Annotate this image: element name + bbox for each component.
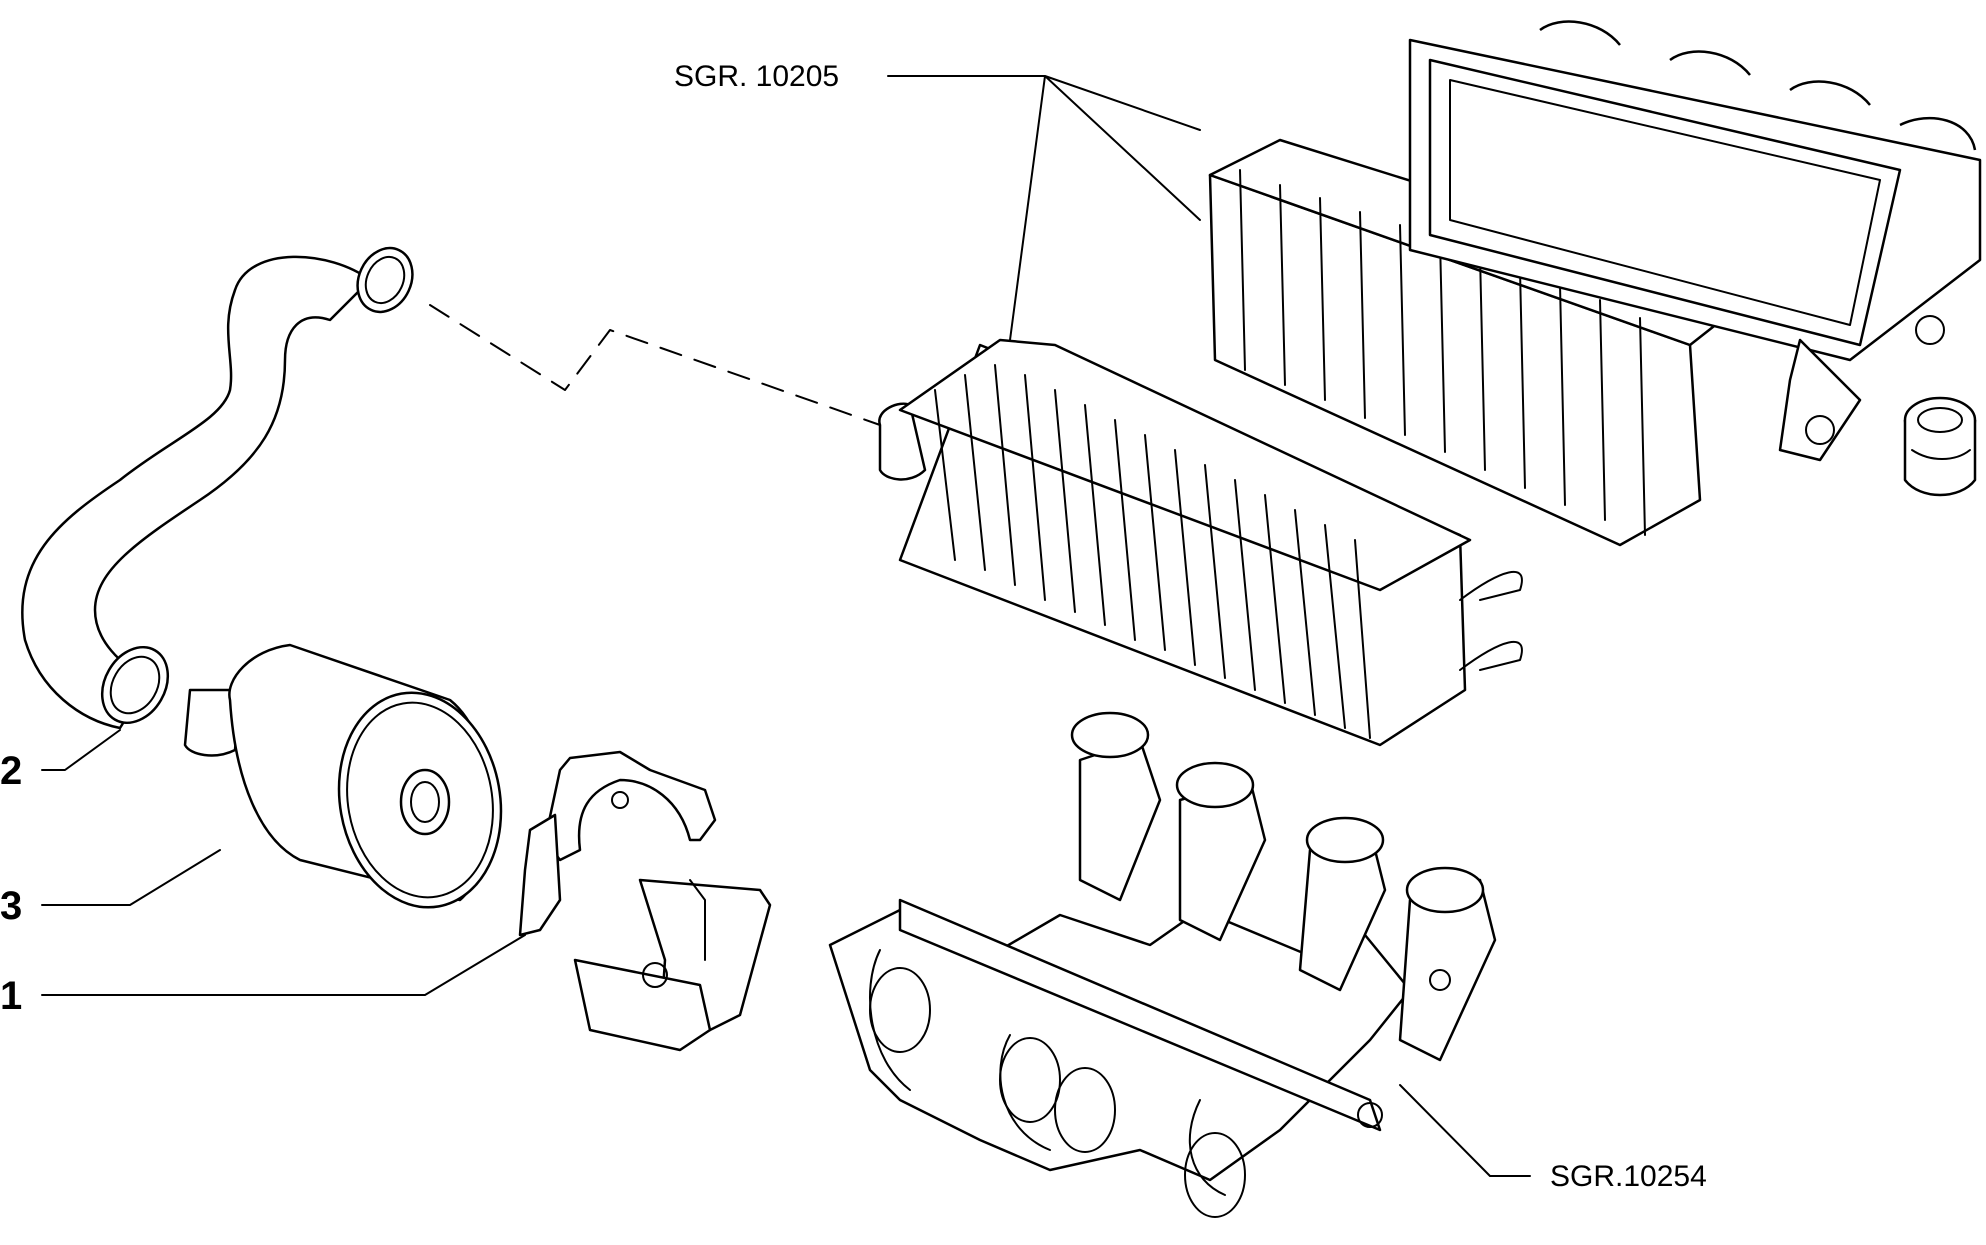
leader-ref-top (887, 75, 1201, 341)
intake-manifold-part (828, 711, 1497, 1218)
intercooler-center-part (878, 338, 1523, 747)
leader-ref-bottom (1399, 1084, 1531, 1177)
mounting-bracket-part (518, 750, 772, 1052)
callout-label-3: 3 (0, 884, 22, 928)
leader-item-1 (41, 934, 526, 996)
callout-label-1: 1 (0, 974, 22, 1018)
callout-label-2: 2 (0, 749, 22, 793)
hose-part (21, 246, 414, 730)
air-box-part (1408, 20, 1982, 462)
filter-canister-part (183, 643, 503, 909)
reference-label-bottom: SGR.10254 (1550, 1160, 1707, 1193)
grommet-part (1903, 396, 1977, 497)
reference-label-top: SGR. 10205 (674, 60, 839, 93)
connection-dash-line (429, 304, 881, 426)
leader-item-2 (41, 729, 121, 771)
leader-item-3 (41, 849, 221, 906)
